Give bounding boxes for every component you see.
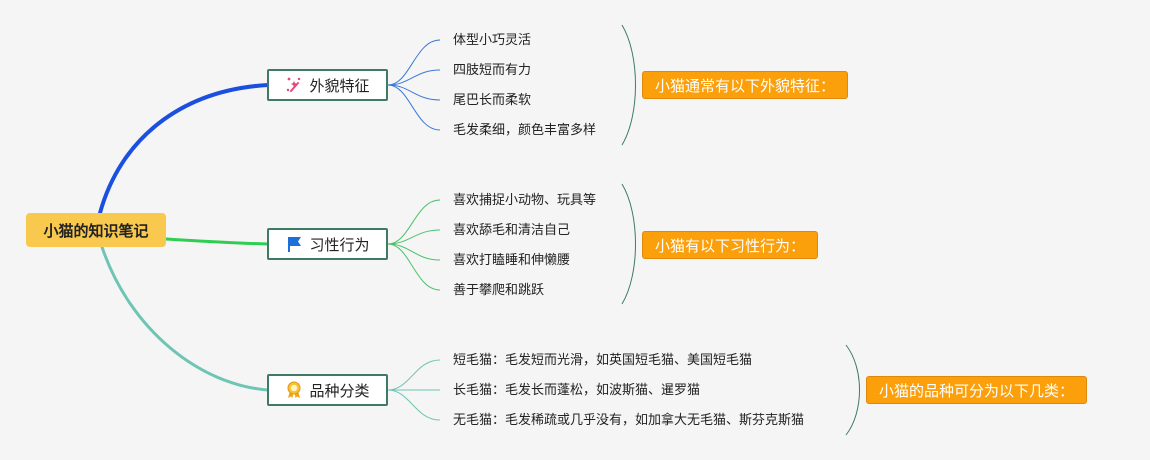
summary-appearance[interactable]: 小猫通常有以下外貌特征：	[642, 71, 849, 99]
branch-behavior[interactable]: 习性行为	[267, 228, 388, 260]
branch-breeds-label: 品种分类	[309, 381, 370, 400]
leaf-behavior-2[interactable]: 喜欢舔毛和清洁自己	[453, 223, 571, 238]
summary-breeds[interactable]: 小猫的品种可分为以下几类：	[866, 376, 1088, 404]
branch-2-leaf-connectors	[387, 199, 441, 291]
medal-icon	[285, 381, 303, 399]
summary-appearance-label: 小猫通常有以下外貌特征：	[655, 76, 836, 95]
root-topic[interactable]: 小猫的知识笔记	[26, 213, 166, 247]
leaf-appearance-1[interactable]: 体型小巧灵活	[453, 33, 532, 48]
summary-breeds-label: 小猫的品种可分为以下几类：	[879, 381, 1075, 400]
summary-behavior[interactable]: 小猫有以下习性行为：	[642, 231, 819, 259]
summary-behavior-label: 小猫有以下习性行为：	[655, 236, 806, 255]
branch-appearance[interactable]: 外貌特征	[267, 69, 388, 101]
summary-bracket-3	[845, 344, 860, 436]
leaf-breeds-3[interactable]: 无毛猫：毛发稀疏或几乎没有，如加拿大无毛猫、斯芬克斯猫	[453, 413, 805, 428]
branch-3-leaf-connectors	[387, 359, 441, 421]
branch-breeds[interactable]: 品种分类	[267, 374, 388, 406]
leaf-breeds-1[interactable]: 短毛猫：毛发短而光滑，如英国短毛猫、美国短毛猫	[453, 353, 753, 368]
root-to-branch-2-line	[164, 237, 270, 246]
leaf-behavior-3[interactable]: 喜欢打瞌睡和伸懒腰	[453, 253, 571, 268]
summary-bracket-2	[621, 183, 636, 305]
leaf-behavior-1[interactable]: 喜欢捕捉小动物、玩具等	[453, 193, 597, 208]
sparkle-icon	[285, 76, 303, 94]
flag-icon	[285, 235, 303, 253]
leaf-breeds-2[interactable]: 长毛猫：毛发长而蓬松，如波斯猫、暹罗猫	[453, 383, 701, 398]
root-topic-label: 小猫的知识笔记	[43, 221, 149, 240]
leaf-behavior-4[interactable]: 善于攀爬和跳跃	[453, 283, 545, 298]
leaf-appearance-2[interactable]: 四肢短而有力	[453, 63, 532, 78]
branch-1-leaf-connectors	[387, 39, 441, 131]
summary-bracket-1	[621, 24, 636, 146]
branch-behavior-label: 习性行为	[309, 235, 370, 254]
root-to-branch-3-line	[100, 245, 270, 392]
leaf-appearance-3[interactable]: 尾巴长而柔软	[453, 93, 532, 108]
root-to-branch-1-line	[98, 83, 270, 215]
leaf-appearance-4[interactable]: 毛发柔细，颜色丰富多样	[453, 123, 597, 138]
branch-appearance-label: 外貌特征	[309, 76, 370, 95]
